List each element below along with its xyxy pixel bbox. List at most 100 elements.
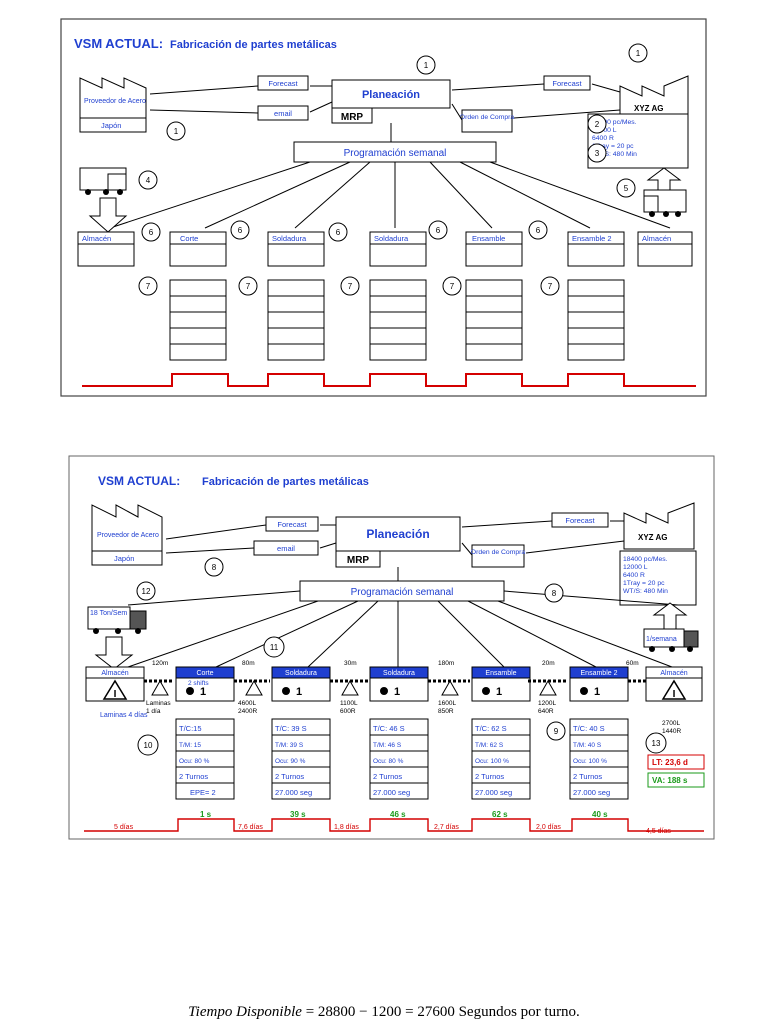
formula-lhs: Tiempo Disponible bbox=[188, 1004, 302, 1020]
d2-timeline-secs: 1 s 39 s 46 s 62 s 40 s bbox=[200, 810, 608, 819]
svg-text:6: 6 bbox=[238, 226, 243, 235]
svg-text:46 s: 46 s bbox=[390, 810, 406, 819]
d2-process-label-1: Corte bbox=[196, 670, 213, 677]
d2-markers: 8 8 12 11 10 9 13 bbox=[136, 557, 667, 756]
d1-stack-4-row bbox=[567, 343, 625, 361]
d2-databox-4-tm: T/M: 40 S bbox=[573, 742, 602, 749]
d2-databox-2-ocu: Ocu: 80 % bbox=[373, 758, 404, 765]
d1-stack-2-row bbox=[369, 295, 427, 313]
d2-customer-data: 18400 pc/Mes. 12000 L 6400 R 1Tray = 20 … bbox=[623, 556, 668, 595]
d2-truck-right-label: 1/semana bbox=[646, 636, 677, 643]
d1-stack-1-row bbox=[267, 279, 325, 297]
d2-process-header bbox=[369, 666, 429, 679]
d1-mrp: MRP bbox=[341, 112, 364, 123]
operator-icon bbox=[282, 687, 290, 695]
d2-databox-3-ocu: Ocu: 100 % bbox=[475, 758, 509, 765]
d1-truck-left-icon bbox=[79, 167, 128, 233]
svg-text:11: 11 bbox=[270, 643, 279, 652]
d2-process-label-3: Soldadura bbox=[383, 670, 415, 677]
d2-databox-cell bbox=[175, 782, 235, 800]
operator-icon bbox=[580, 687, 588, 695]
svg-text:2: 2 bbox=[595, 120, 600, 129]
d2-databox-4-tc: T/C: 40 S bbox=[573, 724, 605, 733]
d1-stack-3-row bbox=[465, 295, 523, 313]
svg-text:2700L: 2700L bbox=[662, 720, 680, 727]
d2-databox-2-extra: 27.000 seg bbox=[373, 788, 410, 797]
d2-process-header bbox=[569, 666, 629, 679]
d1-process-4: Ensamble bbox=[472, 234, 505, 243]
inventory-triangle-icon bbox=[102, 679, 128, 700]
d2-supplier-loc: Japón bbox=[114, 554, 134, 563]
d2-truck-left-label: 18 Ton/Sem bbox=[90, 610, 127, 617]
svg-text:1Tray = 20 pc: 1Tray = 20 pc bbox=[623, 580, 665, 587]
d1-stack-4-row bbox=[567, 327, 625, 345]
inventory-triangle-icon bbox=[341, 679, 359, 696]
operator-icon bbox=[380, 687, 388, 695]
inventory-triangle-icon bbox=[661, 679, 687, 700]
d2-databox-3-turnos: 2 Turnos bbox=[475, 772, 504, 781]
svg-text:1 s: 1 s bbox=[200, 810, 212, 819]
d2-timeline-days: 5 días 7,6 días 1,8 días 2,7 días 2,0 dí… bbox=[114, 824, 671, 835]
d2-databox-cell bbox=[569, 782, 629, 800]
d2-process-header bbox=[175, 666, 235, 679]
svg-text:3: 3 bbox=[595, 149, 600, 158]
svg-text:120m: 120m bbox=[152, 660, 168, 667]
svg-text:7: 7 bbox=[146, 282, 151, 291]
d1-process-5: Ensamble 2 bbox=[572, 234, 612, 243]
svg-text:40 s: 40 s bbox=[592, 810, 608, 819]
svg-text:6: 6 bbox=[149, 228, 154, 237]
svg-text:12000 L: 12000 L bbox=[592, 127, 617, 134]
d1-forecast-right: Forecast bbox=[552, 79, 582, 88]
svg-text:850R: 850R bbox=[438, 708, 454, 715]
d1-email: email bbox=[274, 109, 292, 118]
d1-stack-2-row bbox=[369, 343, 427, 361]
operator-count: 1 bbox=[200, 686, 206, 698]
d1-weekly: Programación semanal bbox=[344, 148, 447, 159]
d2-truck-right-icon bbox=[643, 602, 699, 652]
d1-stack-0-row bbox=[169, 311, 227, 329]
d2-weekly: Programación semanal bbox=[351, 587, 454, 598]
d1-stack-3-row bbox=[465, 279, 523, 297]
svg-text:5: 5 bbox=[624, 184, 629, 193]
svg-text:18400 pc/Mes.: 18400 pc/Mes. bbox=[592, 119, 637, 126]
svg-text:10: 10 bbox=[144, 741, 153, 750]
d1-title: VSM ACTUAL: bbox=[74, 36, 163, 51]
svg-text:8: 8 bbox=[552, 589, 557, 598]
d2-databox-1-turnos: 2 Turnos bbox=[275, 772, 304, 781]
svg-text:6: 6 bbox=[436, 226, 441, 235]
d2-process-label-6: Almacén bbox=[660, 670, 687, 677]
svg-text:13: 13 bbox=[652, 739, 661, 748]
svg-text:Laminas: Laminas bbox=[146, 700, 171, 707]
d2-subtitle: Fabricación de partes metálicas bbox=[202, 476, 369, 488]
svg-text:7: 7 bbox=[450, 282, 455, 291]
d2-customer: XYZ AG bbox=[638, 533, 667, 542]
svg-text:39 s: 39 s bbox=[290, 810, 306, 819]
d1-stack-1-row bbox=[267, 295, 325, 313]
d2-databox-3-tm: T/M: 62 S bbox=[475, 742, 504, 749]
d2-purchase-order: Orden de Compra bbox=[471, 549, 526, 556]
d1-stack-0-row bbox=[169, 343, 227, 361]
svg-text:12000 L: 12000 L bbox=[623, 564, 648, 571]
d2-databox-1-ocu: Ocu: 90 % bbox=[275, 758, 306, 765]
d1-stack-4-row bbox=[567, 311, 625, 329]
svg-text:6: 6 bbox=[536, 226, 541, 235]
d2-databox-2-tm: T/M: 46 S bbox=[373, 742, 402, 749]
d2-databox-0-tc: T/C:15 bbox=[179, 724, 202, 733]
d1-stack-3-row bbox=[465, 327, 523, 345]
svg-text:1200L: 1200L bbox=[538, 700, 556, 707]
d2-databox-1-tm: T/M: 39 S bbox=[275, 742, 304, 749]
svg-text:1: 1 bbox=[424, 61, 429, 70]
d1-stack-2-row bbox=[369, 327, 427, 345]
d1-stack-0-row bbox=[169, 279, 227, 297]
d1-stack-0-row bbox=[169, 327, 227, 345]
d1-process-1: Corte bbox=[180, 234, 198, 243]
d2-process-header bbox=[645, 666, 703, 679]
d2-distances: 120m 80m 30m 180m 20m 60m bbox=[152, 660, 639, 667]
svg-text:60m: 60m bbox=[626, 660, 639, 667]
d1-customer: XYZ AG bbox=[634, 104, 663, 113]
d1-data-stacks bbox=[169, 279, 625, 361]
inventory-mark: I bbox=[673, 689, 676, 700]
d1-planning-box bbox=[331, 79, 451, 109]
d2-databox-3-extra: 27.000 seg bbox=[475, 788, 512, 797]
d1-stack-4-row bbox=[567, 295, 625, 313]
